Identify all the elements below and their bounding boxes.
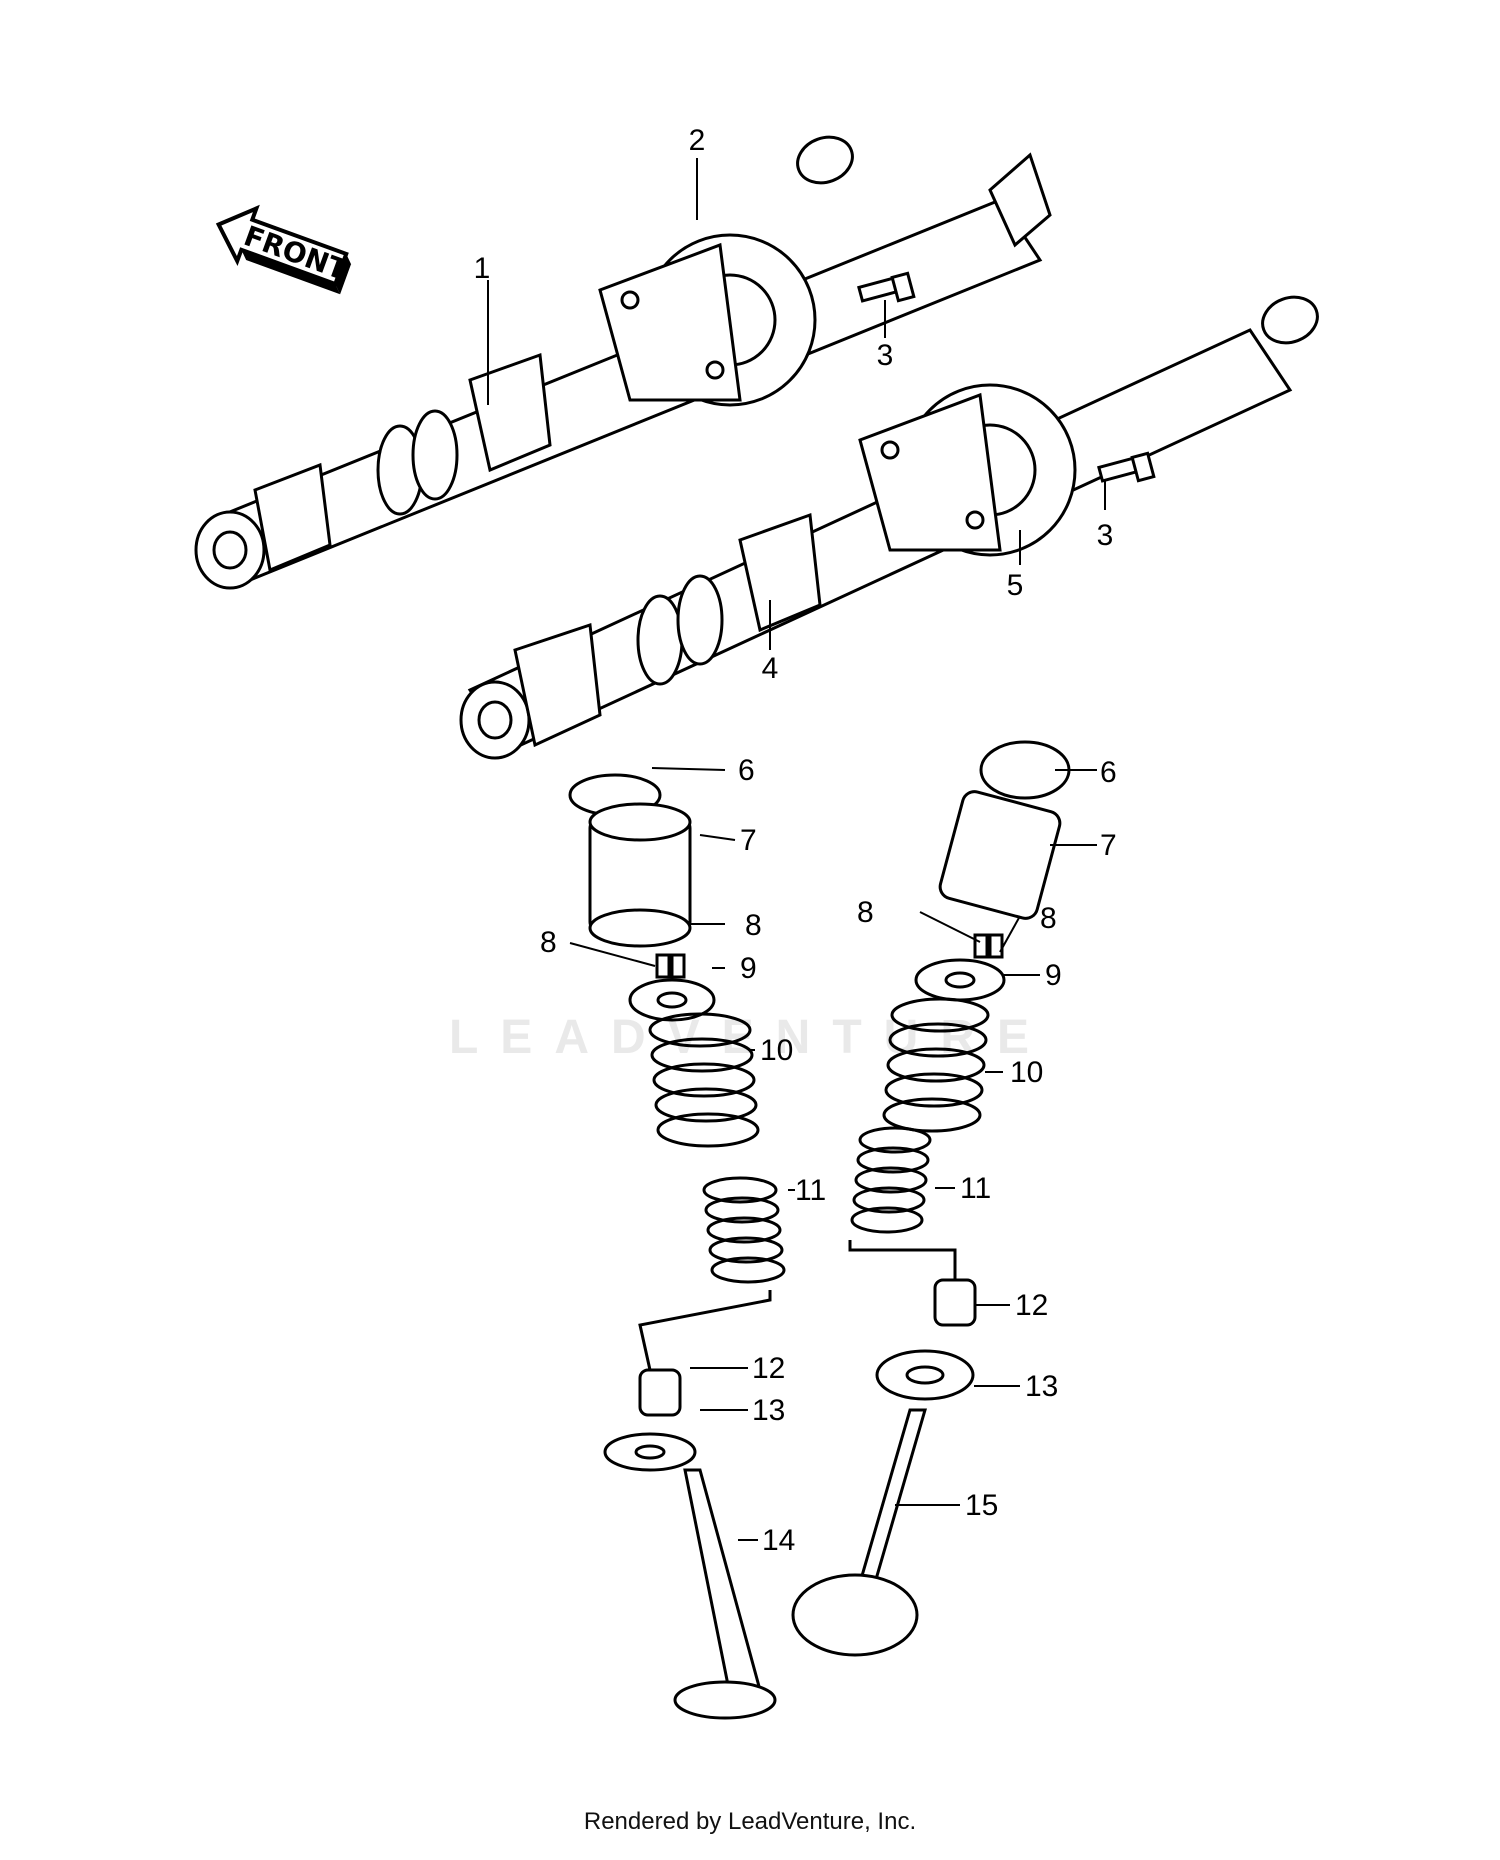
bolt-3-upper — [857, 271, 916, 303]
callout-10-right: 10 — [1010, 1056, 1043, 1089]
callout-1: 1 — [474, 252, 491, 285]
leader-lines — [487, 158, 1106, 1541]
callout-2: 2 — [689, 124, 706, 157]
cam-sprocket-2 — [598, 233, 817, 407]
callout-13-right: 13 — [1025, 1370, 1058, 1403]
callout-9-left: 9 — [740, 952, 757, 985]
callout-11-right: 11 — [960, 1172, 991, 1205]
callout-6-right: 6 — [1100, 756, 1117, 789]
callout-10-left: 10 — [760, 1034, 793, 1067]
callout-13-left: 13 — [752, 1394, 785, 1427]
callout-8-b: 8 — [745, 909, 762, 942]
callout-3-lower: 3 — [1097, 519, 1114, 552]
callout-8-d: 8 — [1040, 902, 1057, 935]
cam-sprocket-5 — [858, 383, 1077, 557]
front-arrow-icon: FRONT — [215, 204, 351, 295]
callout-9-right: 9 — [1045, 959, 1062, 992]
callout-3-upper: 3 — [877, 339, 894, 372]
callout-15: 15 — [965, 1489, 998, 1522]
callout-7-right: 7 — [1100, 829, 1117, 862]
callout-labels: 1 2 3 3 4 5 6 6 7 7 8 8 8 8 9 9 10 10 11… — [474, 124, 1117, 1557]
callout-12-left: 12 — [752, 1352, 785, 1385]
callout-6-left: 6 — [738, 754, 755, 787]
callout-11-left: 11 — [795, 1174, 826, 1207]
valve-assembly-right — [791, 740, 1071, 1657]
callout-7-left: 7 — [740, 824, 757, 857]
callout-4: 4 — [762, 652, 779, 685]
callout-5: 5 — [1007, 569, 1024, 602]
bolt-3-lower — [1097, 451, 1156, 483]
callout-14: 14 — [762, 1524, 795, 1557]
callout-8-c: 8 — [857, 896, 874, 929]
valve-assembly-left — [568, 773, 786, 1720]
callout-8-a: 8 — [540, 926, 557, 959]
callout-12-right: 12 — [1015, 1289, 1048, 1322]
footer-credit: Rendered by LeadVenture, Inc. — [583, 1808, 917, 1835]
